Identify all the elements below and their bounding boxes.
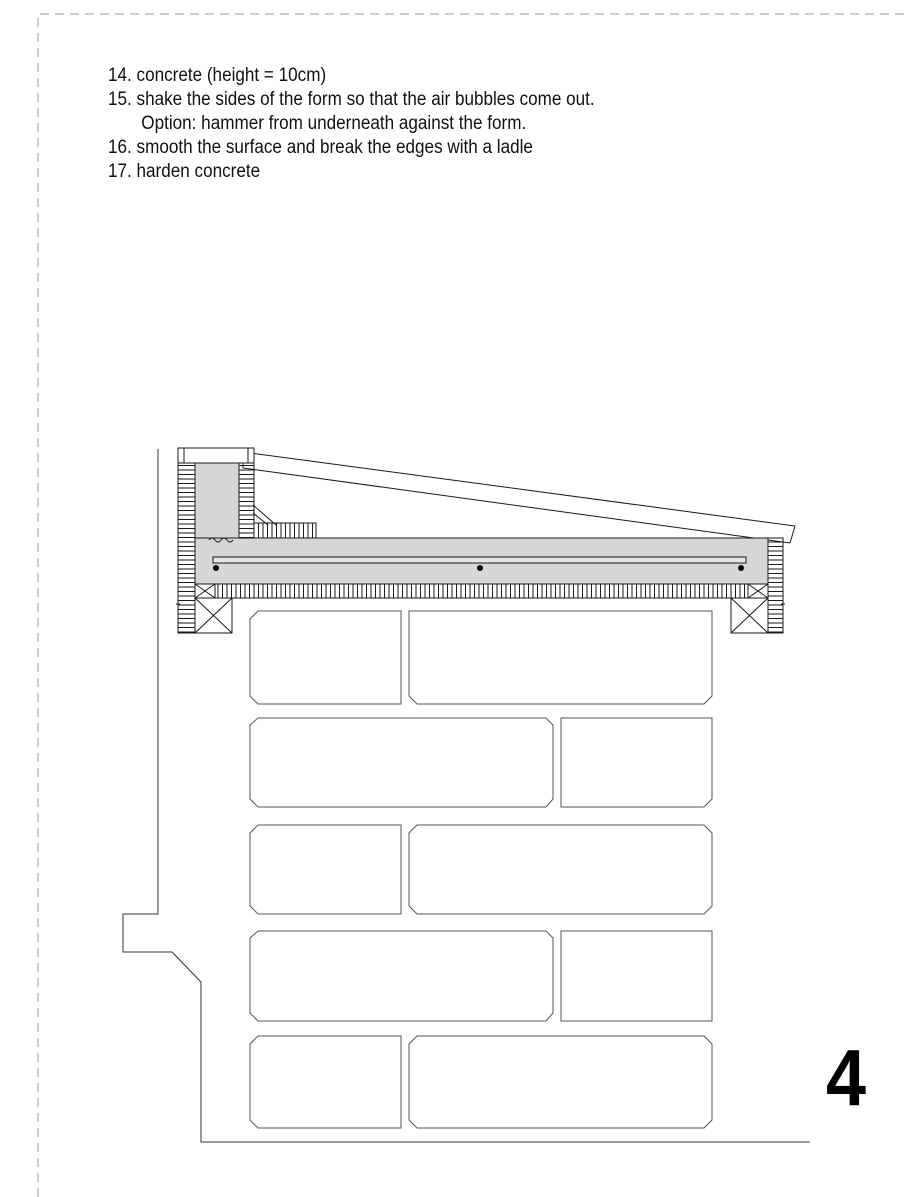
stone-block	[249, 717, 554, 808]
instruction-step-14: 14. concrete (height = 10cm)	[108, 65, 327, 86]
rebar	[212, 556, 747, 564]
stone-block	[560, 930, 713, 1022]
stone-block	[408, 1035, 713, 1129]
cover-board	[242, 451, 796, 544]
page-number: 4	[826, 1033, 867, 1122]
left-form-outer	[177, 462, 196, 634]
stone-block	[249, 930, 554, 1022]
rebar-dot-left	[213, 565, 219, 571]
instruction-step-17: 17. harden concrete	[108, 161, 261, 182]
right-form-side	[767, 537, 784, 634]
stone-block	[408, 824, 713, 915]
stone-block	[560, 717, 713, 808]
left-form-top	[177, 447, 255, 464]
left-channel-concrete	[194, 462, 240, 539]
support-right	[730, 583, 769, 634]
instruction-step-15: 15. shake the sides of the form so that …	[108, 89, 595, 110]
ground-outline	[122, 449, 810, 1143]
rebar-dot-right	[738, 565, 744, 571]
instruction-list: 14. concrete (height = 10cm) 15. shake t…	[108, 64, 595, 184]
cut-border	[37, 13, 909, 1197]
instruction-step-16: 16. smooth the surface and break the edg…	[108, 137, 533, 158]
bottom-form-board	[194, 583, 769, 599]
left-form-inner	[238, 462, 255, 539]
stone-block	[249, 610, 402, 705]
support-left	[194, 583, 233, 634]
stone-blocks	[249, 610, 713, 1129]
stone-block	[249, 1035, 402, 1129]
instruction-step-15-option: Option: hammer from underneath against t…	[141, 113, 527, 134]
rebar-dot-middle	[477, 565, 483, 571]
top-block	[253, 522, 317, 539]
wave-mark	[208, 537, 234, 543]
stone-block	[408, 610, 713, 705]
stone-block	[249, 824, 402, 915]
